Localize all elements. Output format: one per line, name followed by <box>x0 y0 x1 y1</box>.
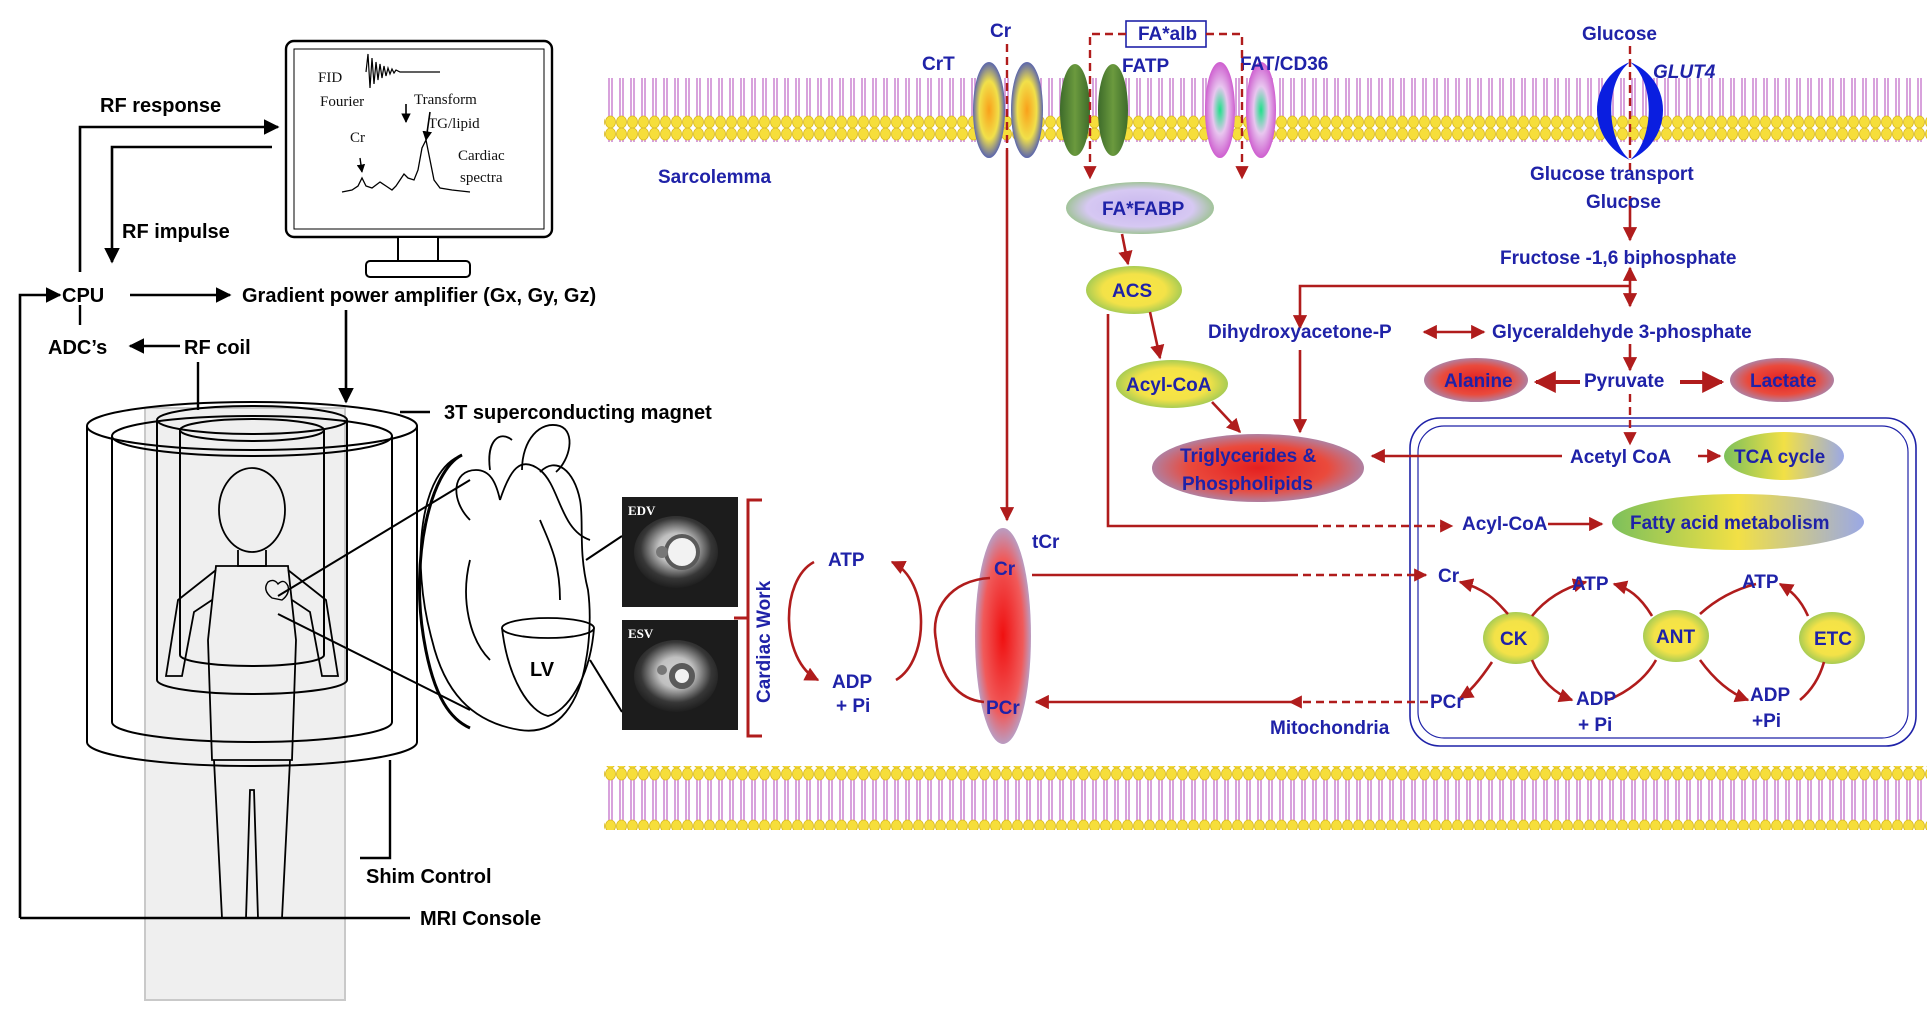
dhap-label: Dihydroxyacetone-P <box>1208 322 1392 343</box>
fa-fabp-label: FA*FABP <box>1102 199 1185 220</box>
heart-illustration <box>419 424 595 732</box>
acs-node <box>1086 266 1182 314</box>
rf-impulse-label: RF impulse <box>122 221 230 243</box>
rf-response-label: RF response <box>100 95 221 117</box>
adp-ck-label: ADP <box>1576 689 1616 710</box>
cardiac-work-label: Cardiac Work <box>754 580 775 703</box>
tca-cycle-label: TCA cycle <box>1734 447 1825 468</box>
tca-node <box>1724 432 1844 480</box>
atp-left-label: ATP <box>828 550 865 571</box>
fa-alb-box <box>1125 20 1207 48</box>
fa-alb-label: FA*alb <box>1138 24 1197 45</box>
cd36-transporter <box>1205 62 1276 158</box>
creatine-transporter <box>973 62 1043 158</box>
gradient-amplifier-label: Gradient power amplifier (Gx, Gy, Gz) <box>242 285 596 307</box>
transform-label: Transform <box>414 92 477 108</box>
sarcolemma-label: Sarcolemma <box>658 167 771 188</box>
inner-membrane <box>604 766 1927 830</box>
esv-label: ESV <box>628 626 654 641</box>
lactate-node <box>1730 358 1834 402</box>
pi-etc-label: +Pi <box>1752 711 1781 732</box>
triglycerides-node <box>1152 434 1364 502</box>
triglycerides-label-1: Triglycerides & <box>1180 446 1317 467</box>
pcr-mito-label: PCr <box>1430 692 1464 713</box>
acyl-coa-mito-label: Acyl-CoA <box>1462 514 1548 535</box>
tcr-pool-node <box>975 528 1031 744</box>
glut4-label: GLUT4 <box>1653 62 1716 83</box>
fatp-transporter <box>1060 64 1128 156</box>
cardiac-spectrum <box>341 138 471 193</box>
fid-signal <box>365 53 440 89</box>
tcr-label: tCr <box>1032 532 1060 553</box>
cr-spectrum-label: Cr <box>350 130 365 146</box>
fat-cd36-label: FAT/CD36 <box>1240 54 1328 75</box>
cine-edv-image: EDV <box>622 497 738 607</box>
shim-control-label: Shim Control <box>366 866 492 888</box>
mri-signal-arrows <box>18 119 430 920</box>
ck-node <box>1483 612 1549 664</box>
atp-etc-label: ATP <box>1742 572 1779 593</box>
cr-mito-label: Cr <box>1438 566 1460 587</box>
console-monitor: FID Fourier Transform Cr TG/lipid Cardia… <box>284 39 554 278</box>
triglycerides-label-2: Phospholipids <box>1182 474 1313 495</box>
etc-node <box>1799 612 1865 664</box>
fid-label: FID <box>318 70 342 86</box>
glucose-top-label: Glucose <box>1582 24 1657 45</box>
fatty-acid-metabolism-node <box>1612 494 1864 550</box>
lactate-label: Lactate <box>1750 371 1817 392</box>
cine-esv-image: ESV <box>622 620 738 730</box>
ck-label: CK <box>1500 629 1528 650</box>
tcr-pcr-label: PCr <box>986 698 1020 719</box>
crt-label: CrT <box>922 54 955 75</box>
alanine-node <box>1424 358 1528 402</box>
g3p-label: Glyceraldehyde 3-phosphate <box>1492 322 1752 343</box>
cardiac-spectra-label-2: spectra <box>460 170 503 186</box>
acyl-coa-label: Acyl-CoA <box>1126 375 1212 396</box>
fourier-label: Fourier <box>320 94 364 110</box>
mitochondria-label: Mitochondria <box>1270 718 1390 739</box>
edv-label: EDV <box>628 503 656 518</box>
cr-transport-label: Cr <box>990 21 1012 42</box>
pi-left-label: + Pi <box>836 696 870 717</box>
fructose-label: Fructose -1,6 biphosphate <box>1500 248 1736 269</box>
adp-left-label: ADP <box>832 672 872 693</box>
mitochondria-boundary-outer <box>1409 417 1917 747</box>
acs-label: ACS <box>1112 281 1152 302</box>
magnet-label: 3T superconducting magnet <box>444 402 712 424</box>
glut4-transporter <box>1597 62 1663 160</box>
atp-ck-label: ATP <box>1572 574 1609 595</box>
glucose-label: Glucose <box>1586 192 1661 213</box>
pyruvate-label: Pyruvate <box>1584 371 1664 392</box>
patient-table <box>144 407 346 1001</box>
cardiac-spectra-label-1: Cardiac <box>458 148 505 164</box>
acetyl-coa-label: Acetyl CoA <box>1570 447 1672 468</box>
pi-ck-label: + Pi <box>1578 715 1612 736</box>
acyl-coa-node <box>1116 360 1228 408</box>
mri-console-label: MRI Console <box>420 908 541 930</box>
fa-fabp-node <box>1066 182 1214 234</box>
superconducting-magnet <box>86 401 418 767</box>
cpu-label: CPU <box>62 285 104 307</box>
adcs-label: ADC’s <box>48 337 107 359</box>
heart-frame <box>418 453 471 730</box>
tg-lipid-label: TG/lipid <box>428 116 480 132</box>
alanine-label: Alanine <box>1444 371 1513 392</box>
mitochondria-boundary-inner <box>1417 425 1909 739</box>
mri-system: LV EDV ESV <box>18 39 738 1001</box>
ant-label: ANT <box>1656 627 1695 648</box>
lv-label: LV <box>530 659 555 681</box>
adp-etc-label: ADP <box>1750 685 1790 706</box>
chest-heart-sketch <box>265 579 290 601</box>
pathway-arrows <box>787 32 1826 710</box>
fatty-acid-metabolism-label: Fatty acid metabolism <box>1630 513 1830 534</box>
fatp-label: FATP <box>1122 56 1169 77</box>
cardiac-work-bracket: Cardiac Work <box>734 498 775 738</box>
rf-coil-label: RF coil <box>184 337 251 359</box>
tcr-cr-label: Cr <box>994 559 1016 580</box>
etc-label: ETC <box>1814 629 1852 650</box>
ant-node <box>1643 610 1709 662</box>
glucose-transport-label: Glucose transport <box>1530 164 1694 185</box>
